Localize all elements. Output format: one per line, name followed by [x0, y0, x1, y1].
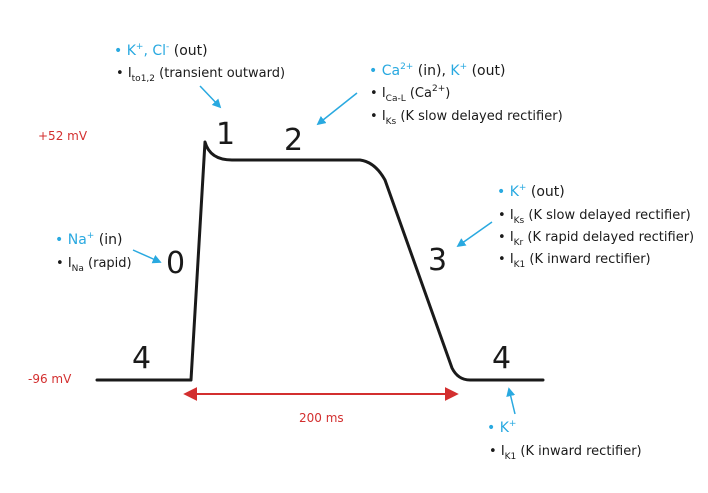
phase-3-current-ikr: • IKr (K rapid delayed rectifier): [498, 230, 694, 248]
phase-1-current-ito: • Ito1,2 (transient outward): [116, 66, 285, 84]
phase-3-ions: • K+ (out): [497, 183, 565, 200]
phase-4-arrow: [506, 387, 516, 415]
phase-1-arrow: [199, 85, 222, 109]
phase-4-right-number: 4: [492, 341, 511, 376]
phase-1-number: 1: [216, 117, 235, 152]
phase-2-number: 2: [284, 123, 303, 158]
phase-3-arrow: [456, 221, 493, 248]
phase-3-current-ik1: • IK1 (K inward rectifier): [498, 252, 651, 270]
phase-4-current-ik1: • IK1 (K inward rectifier): [489, 444, 642, 462]
phase-0-current-ina: • INa (rapid): [56, 256, 132, 274]
phase-2-arrow: [316, 92, 358, 126]
phase-0-ions: • Na+ (in): [55, 231, 122, 248]
rest-voltage-label: -96 mV: [28, 372, 72, 386]
phase-4-ions: • K+: [487, 419, 516, 436]
phase-1-ions: • K+, Cl- (out): [114, 42, 208, 59]
phase-2-current-ical: • ICa-L (Ca2+): [370, 84, 450, 104]
phase-2-annotation: • Ca2+ (in), K+ (out) • ICa-L (Ca2+) • I…: [316, 62, 563, 127]
duration-label: 200 ms: [299, 411, 344, 425]
phase-2-current-iks: • IKs (K slow delayed rectifier): [370, 109, 563, 127]
phase-4-annotation: • K+ • IK1 (K inward rectifier): [487, 387, 642, 462]
phase-0-annotation: • Na+ (in) • INa (rapid): [55, 231, 162, 274]
phase-0-number: 0: [166, 246, 185, 281]
phase-3-number: 3: [428, 243, 447, 278]
phase-3-current-iks: • IKs (K slow delayed rectifier): [498, 208, 691, 226]
action-potential-trace: [95, 140, 545, 382]
phase-4-left-number: 4: [132, 341, 151, 376]
peak-voltage-label: +52 mV: [38, 129, 88, 143]
phase-2-ions: • Ca2+ (in), K+ (out): [369, 62, 505, 79]
phase-3-annotation: • K+ (out) • IKs (K slow delayed rectifi…: [456, 183, 694, 270]
phase-1-annotation: • K+, Cl- (out) • Ito1,2 (transient outw…: [114, 42, 285, 109]
phase-0-arrow: [132, 249, 162, 264]
